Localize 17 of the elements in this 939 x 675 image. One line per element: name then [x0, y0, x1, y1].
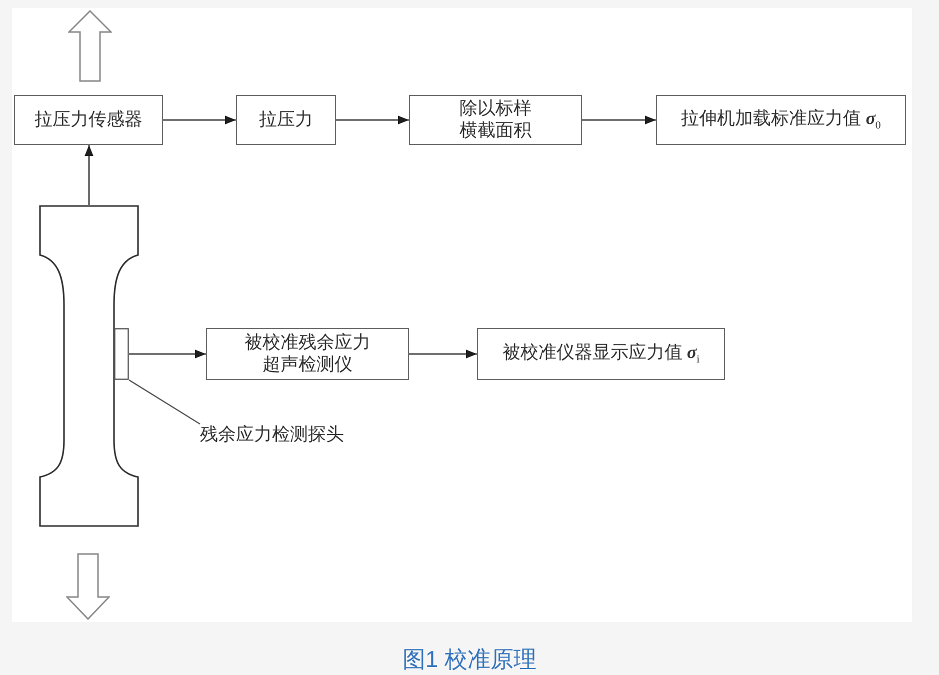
arrow [336, 116, 409, 124]
process-box: 除以标样横截面积 [409, 95, 582, 145]
tensile-specimen [39, 205, 139, 527]
figure-caption: 图1 校准原理 [402, 645, 537, 674]
probe-block [114, 328, 129, 380]
process-box: 拉压力 [236, 95, 336, 145]
leader-line [128, 379, 200, 425]
arrow [129, 350, 206, 358]
arrow [409, 350, 477, 358]
process-box: 拉压力传感器 [14, 95, 163, 145]
process-box: 拉伸机加载标准应力值 σ$_{0}$ [656, 95, 906, 145]
arrow [163, 116, 236, 124]
arrow [582, 116, 656, 124]
process-box: 被校准残余应力超声检测仪 [206, 328, 409, 380]
process-box: 被校准仪器显示应力值 σ$_{i}$ [477, 328, 725, 380]
callout-label: 残余应力检测探头 [200, 424, 344, 446]
arrow [84, 145, 94, 205]
